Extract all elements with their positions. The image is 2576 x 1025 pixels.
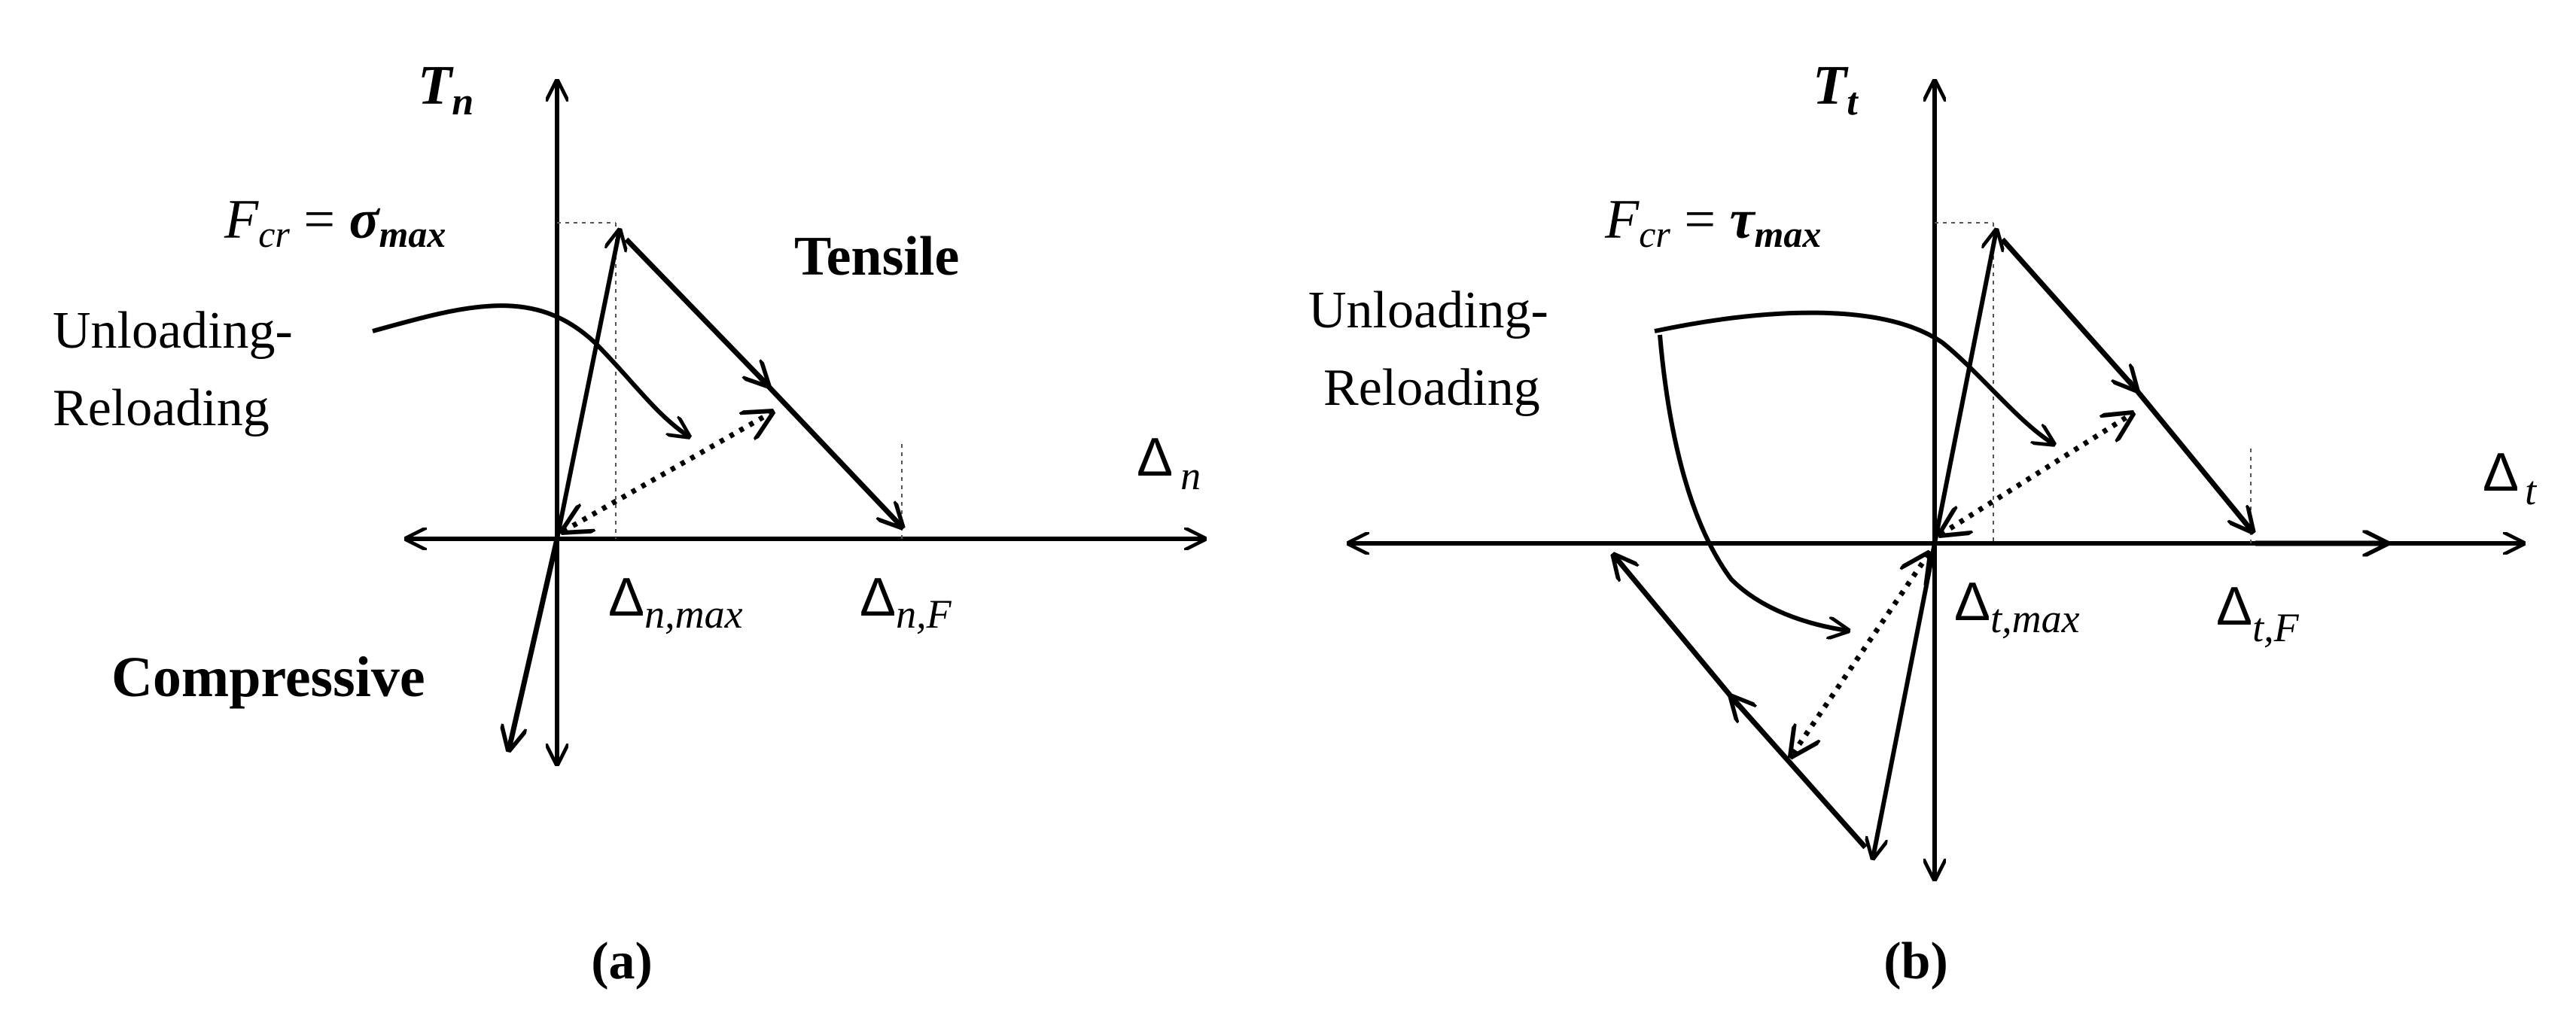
panel-a-delta-f-label: Δn,F [860,567,952,637]
panel-b-y-axis-label: Tt [1813,55,1859,123]
panel-a-loading-line [555,230,620,540]
panel-a-delta-max-label: Δn,max [608,567,743,637]
panel-a-peak-label: Fcr = σmax [224,189,446,255]
panel-a-softening-line-2 [758,376,902,527]
panel-a-compressive-line [509,538,560,750]
panel-a-compressive-label: Compressive [111,646,425,709]
panel-b-negative-unload-reload-path [1792,554,1929,756]
panel-b-negative-softening-line-2 [1614,555,1741,708]
panel-b-negative-loading-line [1873,543,1937,858]
panel-a-annotation-arrow [372,303,689,436]
panel-a-tensile-label: Tensile [794,226,959,287]
panel-b-softening-line-1 [2000,237,2136,390]
panel-b-softening-line-2 [2127,379,2252,531]
panel-a-softening-line-1 [624,237,768,385]
panel-b-annotation-arrow-upper [1654,310,2054,444]
panel-b-negative-softening-line-1 [1731,697,1868,850]
panel-a-unloading-label-line2: Reloading [53,379,269,437]
panel-a-unloading-label-line1: Unloading- [53,302,293,360]
panel-b-annotation-arrow-lower [1658,334,1848,631]
panel-b-unload-reload-path [1941,414,2132,534]
panel-b-unloading-label-line2: Reloading [1323,359,1540,417]
panel-a: Tn Fcr = σmax Tensile Unloading- Reloadi… [53,55,1204,990]
panel-a-caption: (a) [591,932,653,990]
panel-b-delta-f-label: Δt,F [2216,576,2300,650]
panel-a-y-axis-label: Tn [418,55,473,123]
panel-b-caption: (b) [1883,932,1948,990]
panel-b-delta-max-label: Δt,max [1954,572,2080,641]
panel-b-peak-label: Fcr = τmax [1604,189,1821,255]
panel-a-unload-reload-path [563,412,772,531]
panel-b-unloading-label-line1: Unloading- [1308,281,1548,339]
